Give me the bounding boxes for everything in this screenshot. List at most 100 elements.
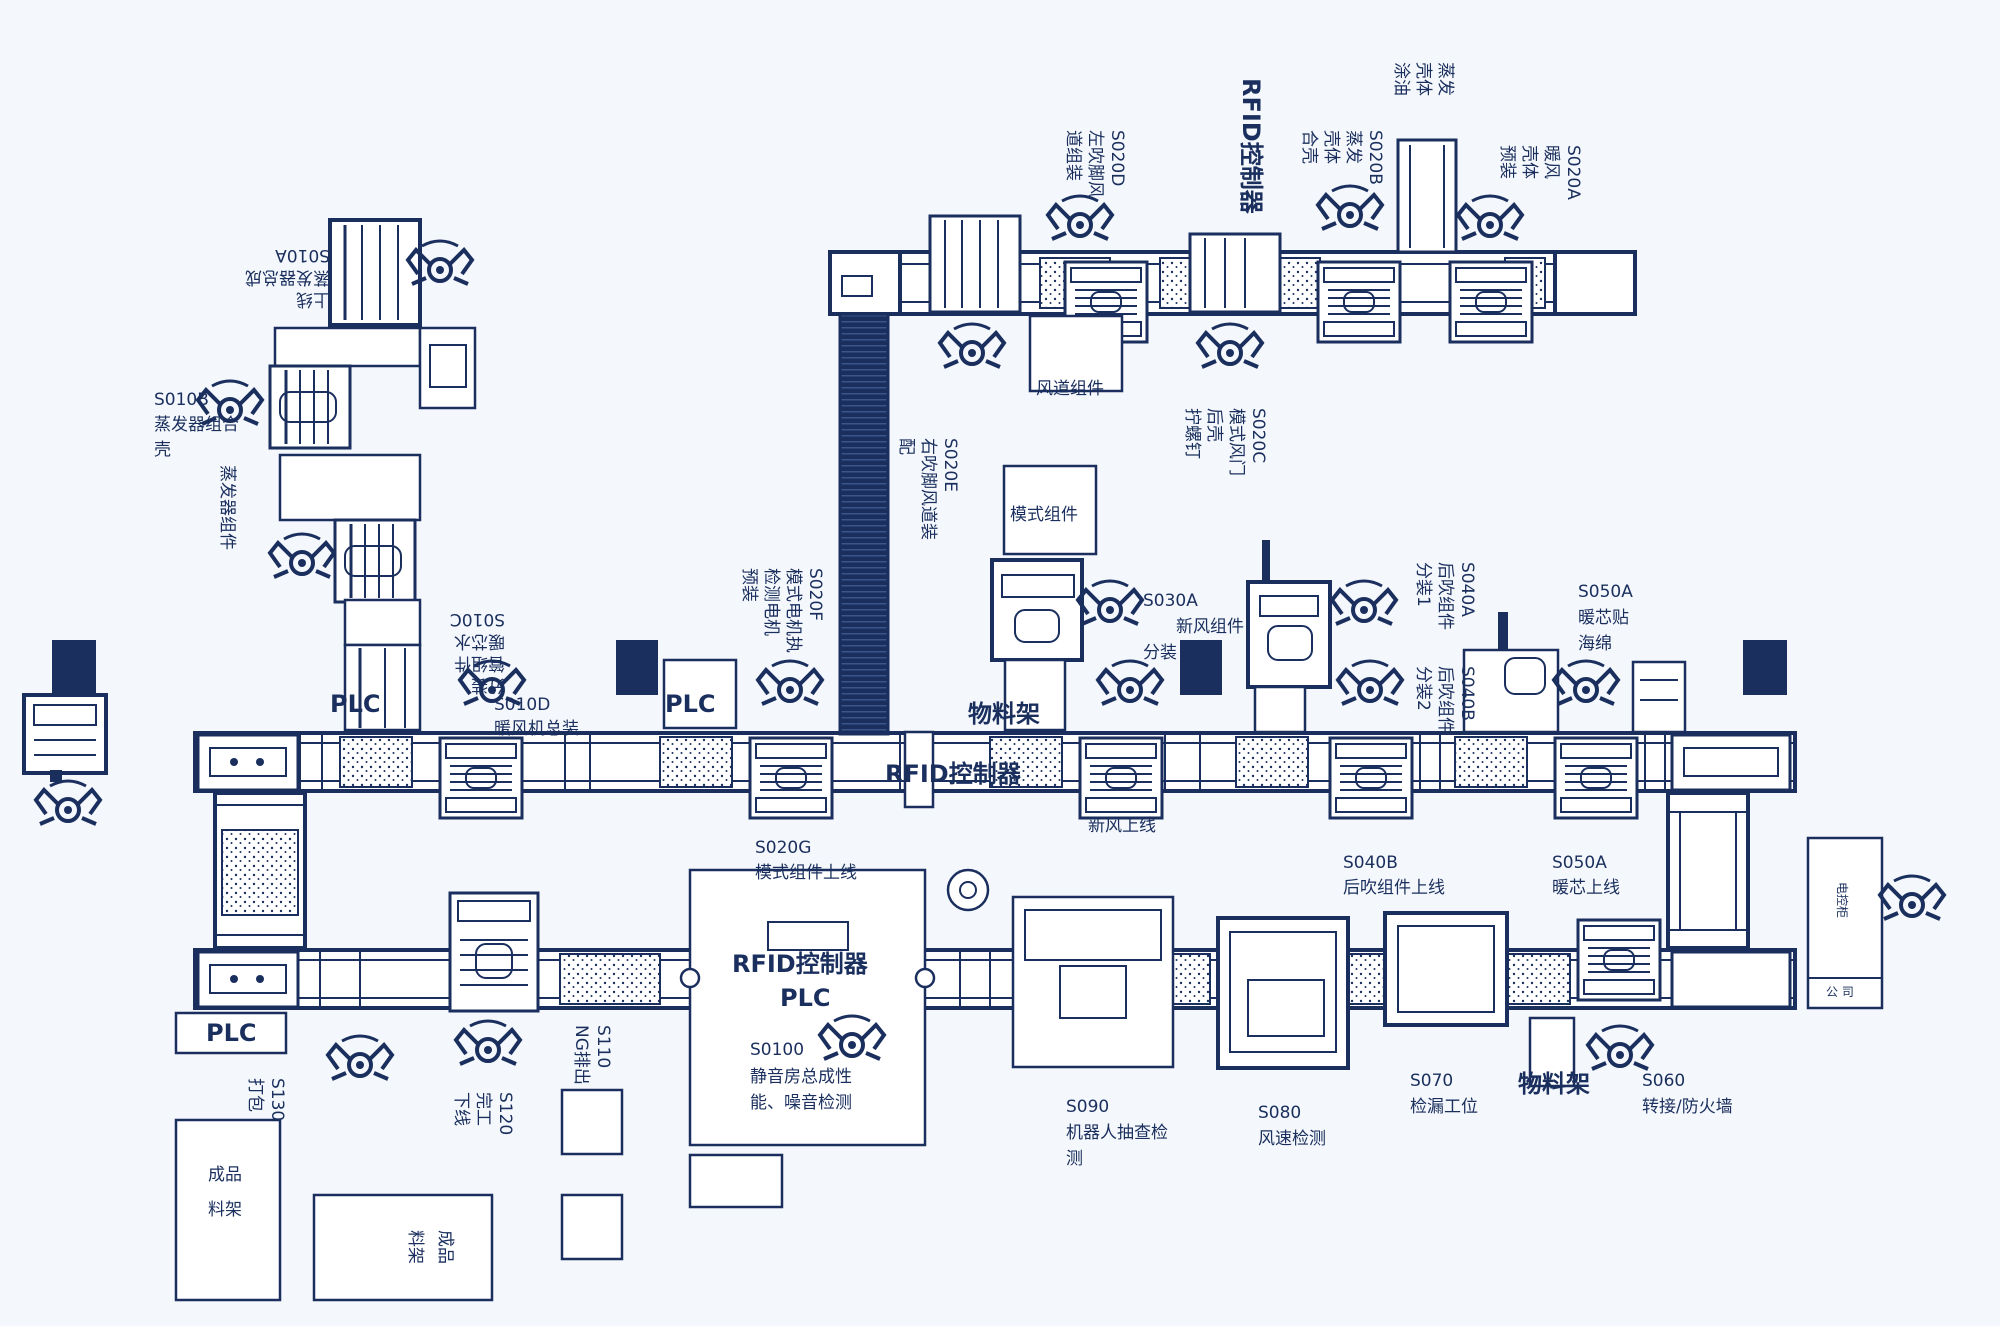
svg-text:S030A: S030A bbox=[1143, 591, 1198, 611]
label-s020f: S020F 模式电机执 检测电机 预装 bbox=[739, 568, 825, 653]
svg-text:S010B: S010B bbox=[154, 390, 209, 410]
svg-text:合壳: 合壳 bbox=[1299, 130, 1319, 164]
svg-text:料架: 料架 bbox=[208, 1200, 242, 1220]
svg-text:S050A: S050A bbox=[1578, 582, 1633, 602]
label-s050a-upper: S050A 暖芯贴 海绵 bbox=[1578, 582, 1633, 654]
svg-text:壳体: 壳体 bbox=[1321, 130, 1341, 164]
s010-branch bbox=[268, 218, 477, 732]
label-s020d: S020D 左吹脚风 道组装 bbox=[1063, 130, 1127, 198]
svg-text:壳体: 壳体 bbox=[1413, 62, 1433, 96]
label-s080: S080 风速检测 bbox=[1258, 1103, 1326, 1149]
rfid-mid: RFID控制器 bbox=[885, 760, 1022, 788]
cabinet-right-label-2: 公 司 bbox=[1826, 985, 1854, 999]
svg-text:蒸发: 蒸发 bbox=[1435, 62, 1455, 96]
svg-text:壳: 壳 bbox=[154, 440, 171, 460]
label-s020c: S020C 模式风门 后壳 拧螺钉 bbox=[1182, 408, 1268, 476]
svg-text:S020F: S020F bbox=[805, 568, 825, 621]
svg-text:S110: S110 bbox=[593, 1025, 613, 1068]
label-finished-rack-1: 成品 料架 bbox=[208, 1165, 242, 1220]
svg-text:转接/防火墙: 转接/防火墙 bbox=[1642, 1097, 1733, 1117]
upper-right-conveyor bbox=[828, 138, 1637, 344]
svg-text:后吹组件: 后吹组件 bbox=[1435, 666, 1455, 734]
svg-text:蒸发器组合: 蒸发器组合 bbox=[154, 415, 239, 435]
svg-text:蒸发器总成: 蒸发器总成 bbox=[245, 267, 330, 287]
label-s130: S130 打包 bbox=[245, 1078, 287, 1121]
svg-text:能、噪音检测: 能、噪音检测 bbox=[750, 1093, 852, 1113]
svg-text:下线: 下线 bbox=[451, 1092, 471, 1126]
svg-text:模式风门: 模式风门 bbox=[1226, 408, 1246, 476]
label-s040a: S040A 后吹组件 分装1 bbox=[1413, 562, 1477, 630]
svg-text:暖风: 暖风 bbox=[1541, 145, 1561, 179]
svg-text:预装: 预装 bbox=[1497, 145, 1517, 179]
svg-text:拧螺钉: 拧螺钉 bbox=[1182, 408, 1202, 459]
label-s020g: S020G 模式组件上线 bbox=[755, 838, 857, 883]
svg-text:S020D: S020D bbox=[1107, 130, 1127, 186]
svg-text:后吹组件: 后吹组件 bbox=[1435, 562, 1455, 630]
svg-text:S120: S120 bbox=[495, 1092, 515, 1135]
label-s120: S120 完工 下线 bbox=[451, 1092, 515, 1135]
svg-text:料架: 料架 bbox=[405, 1230, 425, 1264]
svg-text:暖芯水: 暖芯水 bbox=[454, 631, 505, 651]
svg-text:道组装: 道组装 bbox=[1063, 130, 1083, 181]
svg-text:新风组件: 新风组件 bbox=[1176, 617, 1244, 637]
svg-text:检漏工位: 检漏工位 bbox=[1410, 1097, 1478, 1117]
svg-text:S080: S080 bbox=[1258, 1103, 1301, 1123]
label-s020a: S020A 暖风 壳体 预装 bbox=[1497, 145, 1583, 200]
rfid-top: RFID控制器 bbox=[1237, 78, 1265, 215]
svg-text:分装2: 分装2 bbox=[1413, 666, 1433, 711]
svg-text:分装1: 分装1 bbox=[1413, 562, 1433, 607]
svg-text:NG排出: NG排出 bbox=[571, 1025, 591, 1085]
plc-upper: PLC bbox=[330, 690, 381, 718]
label-s040b-upper: S040B 后吹组件 分装2 bbox=[1413, 666, 1477, 734]
label-s040b: S040B 后吹组件上线 bbox=[1343, 853, 1445, 898]
svg-text:分装: 分装 bbox=[1143, 643, 1177, 663]
svg-text:测: 测 bbox=[1066, 1149, 1083, 1169]
cabinet-right-label: 电控柜 bbox=[1835, 882, 1849, 918]
svg-text:S020E: S020E bbox=[940, 438, 960, 492]
svg-text:S130: S130 bbox=[267, 1078, 287, 1121]
svg-text:S0100: S0100 bbox=[750, 1040, 804, 1060]
material-rack-mid: 物料架 bbox=[968, 700, 1040, 728]
svg-text:上线: 上线 bbox=[296, 289, 330, 309]
svg-text:S090: S090 bbox=[1066, 1097, 1109, 1117]
material-rack-low: 物料架 bbox=[1518, 1070, 1590, 1098]
svg-text:打包: 打包 bbox=[245, 1078, 265, 1112]
svg-text:暖风机总装: 暖风机总装 bbox=[494, 719, 579, 739]
svg-text:暖芯上线: 暖芯上线 bbox=[1552, 878, 1620, 898]
label-s020b: S020B 蒸发 壳体 合壳 bbox=[1299, 130, 1385, 185]
svg-text:S020C: S020C bbox=[1248, 408, 1268, 463]
svg-text:S020G: S020G bbox=[755, 838, 811, 858]
svg-text:S010A: S010A bbox=[275, 245, 330, 265]
label-s020b-top: 蒸发 壳体 涂油 bbox=[1391, 62, 1455, 96]
left-transfer bbox=[213, 791, 307, 950]
svg-text:右吹脚风道装: 右吹脚风道装 bbox=[918, 438, 938, 540]
svg-text:壳体: 壳体 bbox=[1519, 145, 1539, 179]
svg-text:检测电机: 检测电机 bbox=[761, 568, 781, 636]
svg-text:成品: 成品 bbox=[435, 1230, 455, 1264]
svg-text:左吹脚风: 左吹脚风 bbox=[1085, 130, 1105, 198]
lower-machines bbox=[679, 836, 1884, 1209]
svg-text:S010C: S010C bbox=[450, 609, 505, 629]
svg-text:模式组件上线: 模式组件上线 bbox=[755, 863, 857, 883]
svg-text:S040A: S040A bbox=[1457, 562, 1477, 617]
label-s070: S070 检漏工位 bbox=[1410, 1071, 1478, 1117]
svg-text:后壳: 后壳 bbox=[1204, 408, 1224, 442]
label-s110: S110 NG排出 bbox=[571, 1025, 613, 1085]
rfid-center: RFID控制器 bbox=[732, 950, 869, 978]
storage-boxes bbox=[174, 1011, 624, 1302]
label-s010a: S010A 蒸发器总成 上线 bbox=[245, 245, 330, 309]
svg-text:S050A: S050A bbox=[1552, 853, 1607, 873]
svg-text:S070: S070 bbox=[1410, 1071, 1453, 1091]
svg-text:机器人抽查检: 机器人抽查检 bbox=[1066, 1123, 1168, 1143]
svg-text:预装: 预装 bbox=[739, 568, 759, 602]
label-s020e: S020E 右吹脚风道装 配 bbox=[896, 438, 960, 540]
svg-text:S020B: S020B bbox=[1365, 130, 1385, 185]
label-finished-rack-2: 成品 料架 bbox=[405, 1230, 455, 1264]
svg-text:暖芯贴: 暖芯贴 bbox=[1578, 608, 1629, 628]
label-s010b-side: 蒸发器组件 bbox=[217, 465, 237, 550]
svg-text:蒸发: 蒸发 bbox=[1343, 130, 1363, 164]
lower-conveyor bbox=[193, 891, 1797, 1013]
plc-left: PLC bbox=[206, 1019, 257, 1047]
